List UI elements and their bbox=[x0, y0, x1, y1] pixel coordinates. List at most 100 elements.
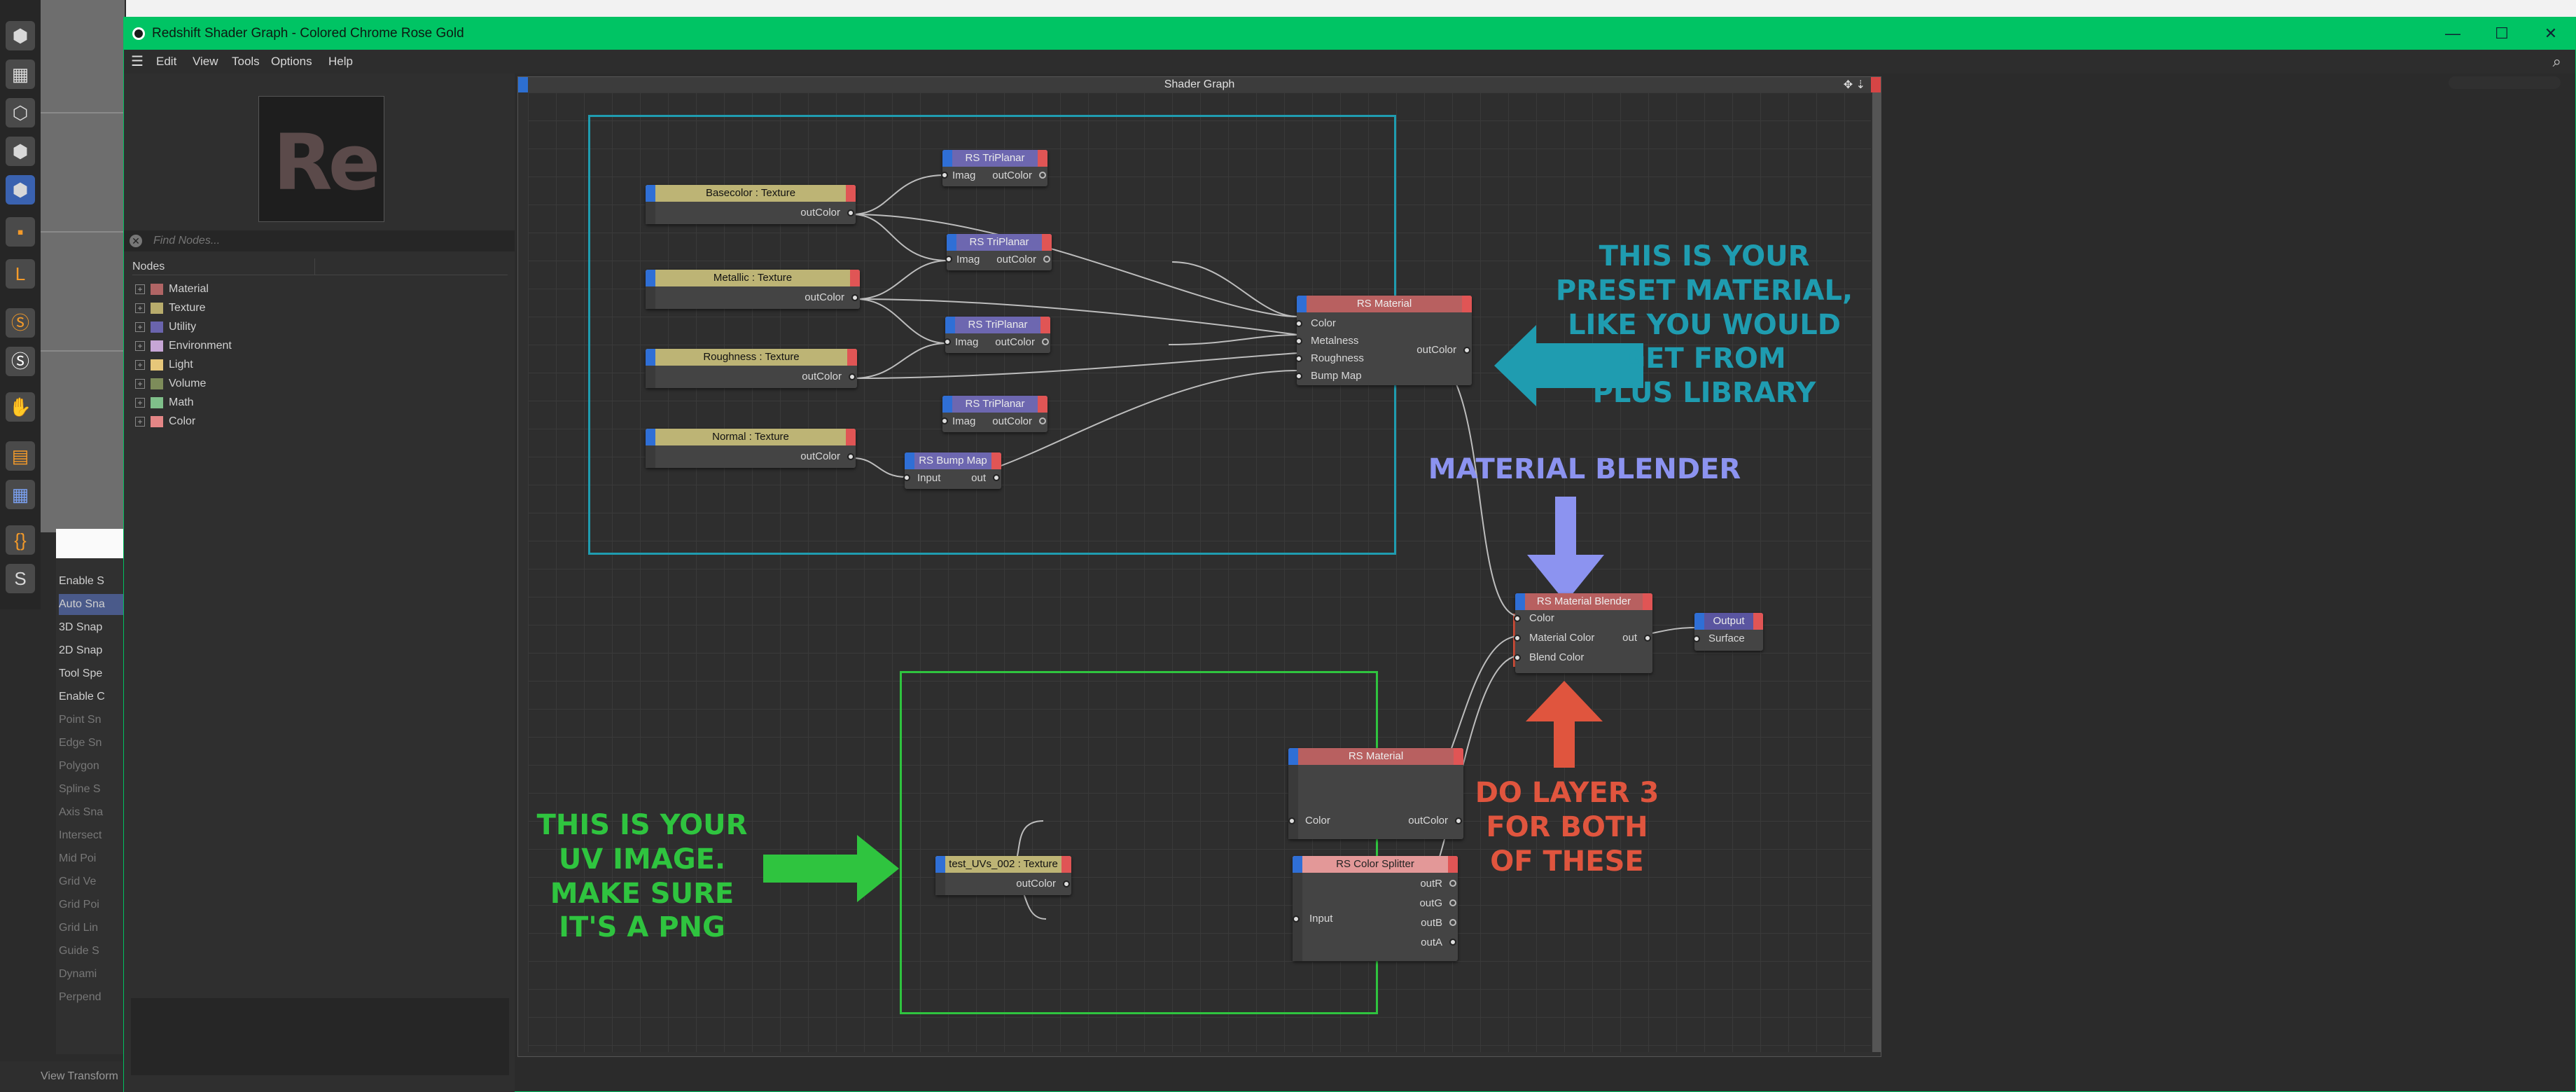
snap-menu-item[interactable]: Edge Sn bbox=[59, 737, 102, 749]
triplanar-node-1[interactable]: RS TriPlanar Imag outColor bbox=[941, 150, 1047, 186]
snap-menu-item[interactable]: Intersect bbox=[59, 829, 102, 841]
snap-menu-item[interactable]: Grid Lin bbox=[59, 922, 99, 934]
expand-icon[interactable]: + bbox=[135, 416, 145, 427]
bump-map-node[interactable]: RS Bump Map Input out bbox=[903, 452, 1001, 489]
output-port[interactable] bbox=[1039, 172, 1046, 179]
output-port[interactable] bbox=[1043, 256, 1050, 263]
snap-menu-item[interactable]: Point Sn bbox=[59, 714, 102, 726]
triplanar-node-2[interactable]: RS TriPlanar Imag outColor bbox=[945, 234, 1052, 270]
menu-view[interactable]: View bbox=[193, 55, 218, 68]
snap-menu-item[interactable]: Grid Poi bbox=[59, 899, 99, 911]
brackets-icon[interactable]: {} bbox=[6, 525, 35, 555]
input-port[interactable] bbox=[945, 256, 952, 263]
output-port[interactable] bbox=[1644, 635, 1651, 642]
input-port[interactable] bbox=[1514, 654, 1521, 661]
snap-menu-item[interactable]: Grid Ve bbox=[59, 876, 97, 887]
search-icon[interactable]: ⌕ bbox=[2552, 53, 2561, 70]
menu-options[interactable]: Options bbox=[271, 55, 312, 68]
node-category-math[interactable]: +Math bbox=[135, 393, 194, 412]
snap-menu-item[interactable]: Tool Spe bbox=[59, 668, 103, 679]
snap-menu-item[interactable]: Guide S bbox=[59, 945, 99, 957]
panel-tools-icon[interactable]: ✥ ⇣ bbox=[1843, 79, 1865, 91]
output-port[interactable] bbox=[1039, 417, 1046, 424]
clear-search-icon[interactable]: ✕ bbox=[130, 235, 142, 247]
node-category-utility[interactable]: +Utility bbox=[135, 317, 196, 336]
node-category-texture[interactable]: +Texture bbox=[135, 298, 205, 317]
expand-icon[interactable]: + bbox=[135, 303, 145, 313]
expand-icon[interactable]: + bbox=[135, 378, 145, 389]
input-port[interactable] bbox=[944, 338, 951, 345]
snap-menu-item[interactable]: Spline S bbox=[59, 783, 101, 795]
checker-cube-icon[interactable]: ▦ bbox=[6, 60, 35, 89]
rs-material-blender-node[interactable]: RS Material Blender Color Material Color… bbox=[1514, 593, 1652, 673]
grid-blue-icon[interactable]: ▦ bbox=[6, 480, 35, 509]
magnet-icon[interactable]: ✋ bbox=[6, 392, 35, 422]
triplanar-node-3[interactable]: RS TriPlanar Imag outColor bbox=[944, 317, 1050, 353]
right-search-field[interactable] bbox=[2449, 76, 2561, 89]
expand-icon[interactable]: + bbox=[135, 322, 145, 332]
cube-blue-icon[interactable]: ⬢ bbox=[6, 175, 35, 205]
snap-menu-item[interactable]: Perpend bbox=[59, 991, 102, 1003]
find-nodes-input[interactable] bbox=[153, 233, 503, 249]
rs-material-top-node[interactable]: RS Material Color Metalness Roughness Bu… bbox=[1295, 296, 1472, 385]
input-port[interactable] bbox=[1288, 817, 1295, 824]
output-port[interactable] bbox=[847, 453, 854, 460]
cube-outline-icon[interactable]: ⬡ bbox=[6, 98, 35, 127]
node-category-color[interactable]: +Color bbox=[135, 412, 195, 431]
cube-solid-icon[interactable]: ⬢ bbox=[6, 137, 35, 166]
s-circle-icon[interactable]: Ⓢ bbox=[6, 308, 35, 338]
node-category-volume[interactable]: +Volume bbox=[135, 374, 206, 393]
s-circle-white-icon[interactable]: Ⓢ bbox=[6, 347, 35, 376]
rs-color-splitter-node[interactable]: RS Color Splitter Input outR outG outB o… bbox=[1293, 856, 1458, 961]
roughness-texture-node[interactable]: Roughness : Texture outColor bbox=[646, 349, 857, 388]
snap-menu-item[interactable]: 3D Snap bbox=[59, 621, 103, 633]
node-category-material[interactable]: +Material bbox=[135, 279, 209, 298]
input-port[interactable] bbox=[941, 172, 948, 179]
basecolor-texture-node[interactable]: Basecolor : Texture outColor bbox=[646, 185, 856, 224]
expand-icon[interactable]: + bbox=[135, 284, 145, 294]
input-port[interactable] bbox=[1295, 373, 1302, 380]
output-port[interactable] bbox=[1042, 338, 1049, 345]
input-port[interactable] bbox=[1295, 320, 1302, 327]
snap-icon[interactable]: ▪ bbox=[6, 217, 35, 247]
output-port[interactable] bbox=[1449, 880, 1456, 887]
expand-icon[interactable]: + bbox=[135, 340, 145, 351]
l-tool-icon[interactable]: L bbox=[6, 259, 35, 289]
output-port[interactable] bbox=[1455, 817, 1462, 824]
menu-edit[interactable]: Edit bbox=[156, 55, 177, 68]
node-category-environment[interactable]: +Environment bbox=[135, 336, 232, 355]
cube-icon[interactable]: ⬢ bbox=[6, 21, 35, 50]
input-port[interactable] bbox=[941, 417, 948, 424]
menu-help[interactable]: Help bbox=[328, 55, 353, 68]
node-canvas[interactable]: Basecolor : Texture outColor Metallic : … bbox=[528, 92, 1871, 1052]
s-slider-icon[interactable]: S bbox=[6, 564, 35, 593]
snap-menu-item[interactable]: 2D Snap bbox=[59, 644, 103, 656]
node-category-light[interactable]: +Light bbox=[135, 355, 193, 374]
snap-menu-item[interactable]: Polygon bbox=[59, 760, 99, 772]
shader-graph-scrollbar[interactable] bbox=[1872, 92, 1881, 1052]
output-port[interactable] bbox=[993, 474, 1000, 481]
output-port[interactable] bbox=[1463, 347, 1470, 354]
expand-icon[interactable]: + bbox=[135, 359, 145, 370]
input-port[interactable] bbox=[1514, 615, 1521, 622]
triplanar-node-4[interactable]: RS TriPlanar Imag outColor bbox=[941, 396, 1047, 432]
input-port[interactable] bbox=[1293, 915, 1300, 922]
input-port[interactable] bbox=[1295, 338, 1302, 345]
snap-menu-item[interactable]: Enable C bbox=[59, 691, 105, 703]
expand-icon[interactable]: + bbox=[135, 397, 145, 408]
snap-menu-item[interactable]: Dynami bbox=[59, 968, 97, 980]
snap-menu-item[interactable]: Axis Sna bbox=[59, 806, 104, 818]
normal-texture-node[interactable]: Normal : Texture outColor bbox=[646, 429, 856, 468]
input-port[interactable] bbox=[903, 474, 910, 481]
hamburger-menu-icon[interactable]: ☰ bbox=[131, 54, 144, 69]
output-port[interactable] bbox=[847, 209, 854, 216]
grid-icon[interactable]: ▤ bbox=[6, 441, 35, 471]
output-port[interactable] bbox=[1449, 939, 1456, 946]
output-port[interactable] bbox=[1063, 880, 1070, 887]
metallic-texture-node[interactable]: Metallic : Texture outColor bbox=[646, 270, 860, 309]
maximize-button[interactable]: ☐ bbox=[2495, 25, 2509, 42]
close-button[interactable]: ✕ bbox=[2544, 25, 2558, 42]
input-port[interactable] bbox=[1514, 635, 1521, 642]
output-port[interactable] bbox=[1449, 919, 1456, 926]
snap-menu-item[interactable]: Mid Poi bbox=[59, 852, 97, 864]
